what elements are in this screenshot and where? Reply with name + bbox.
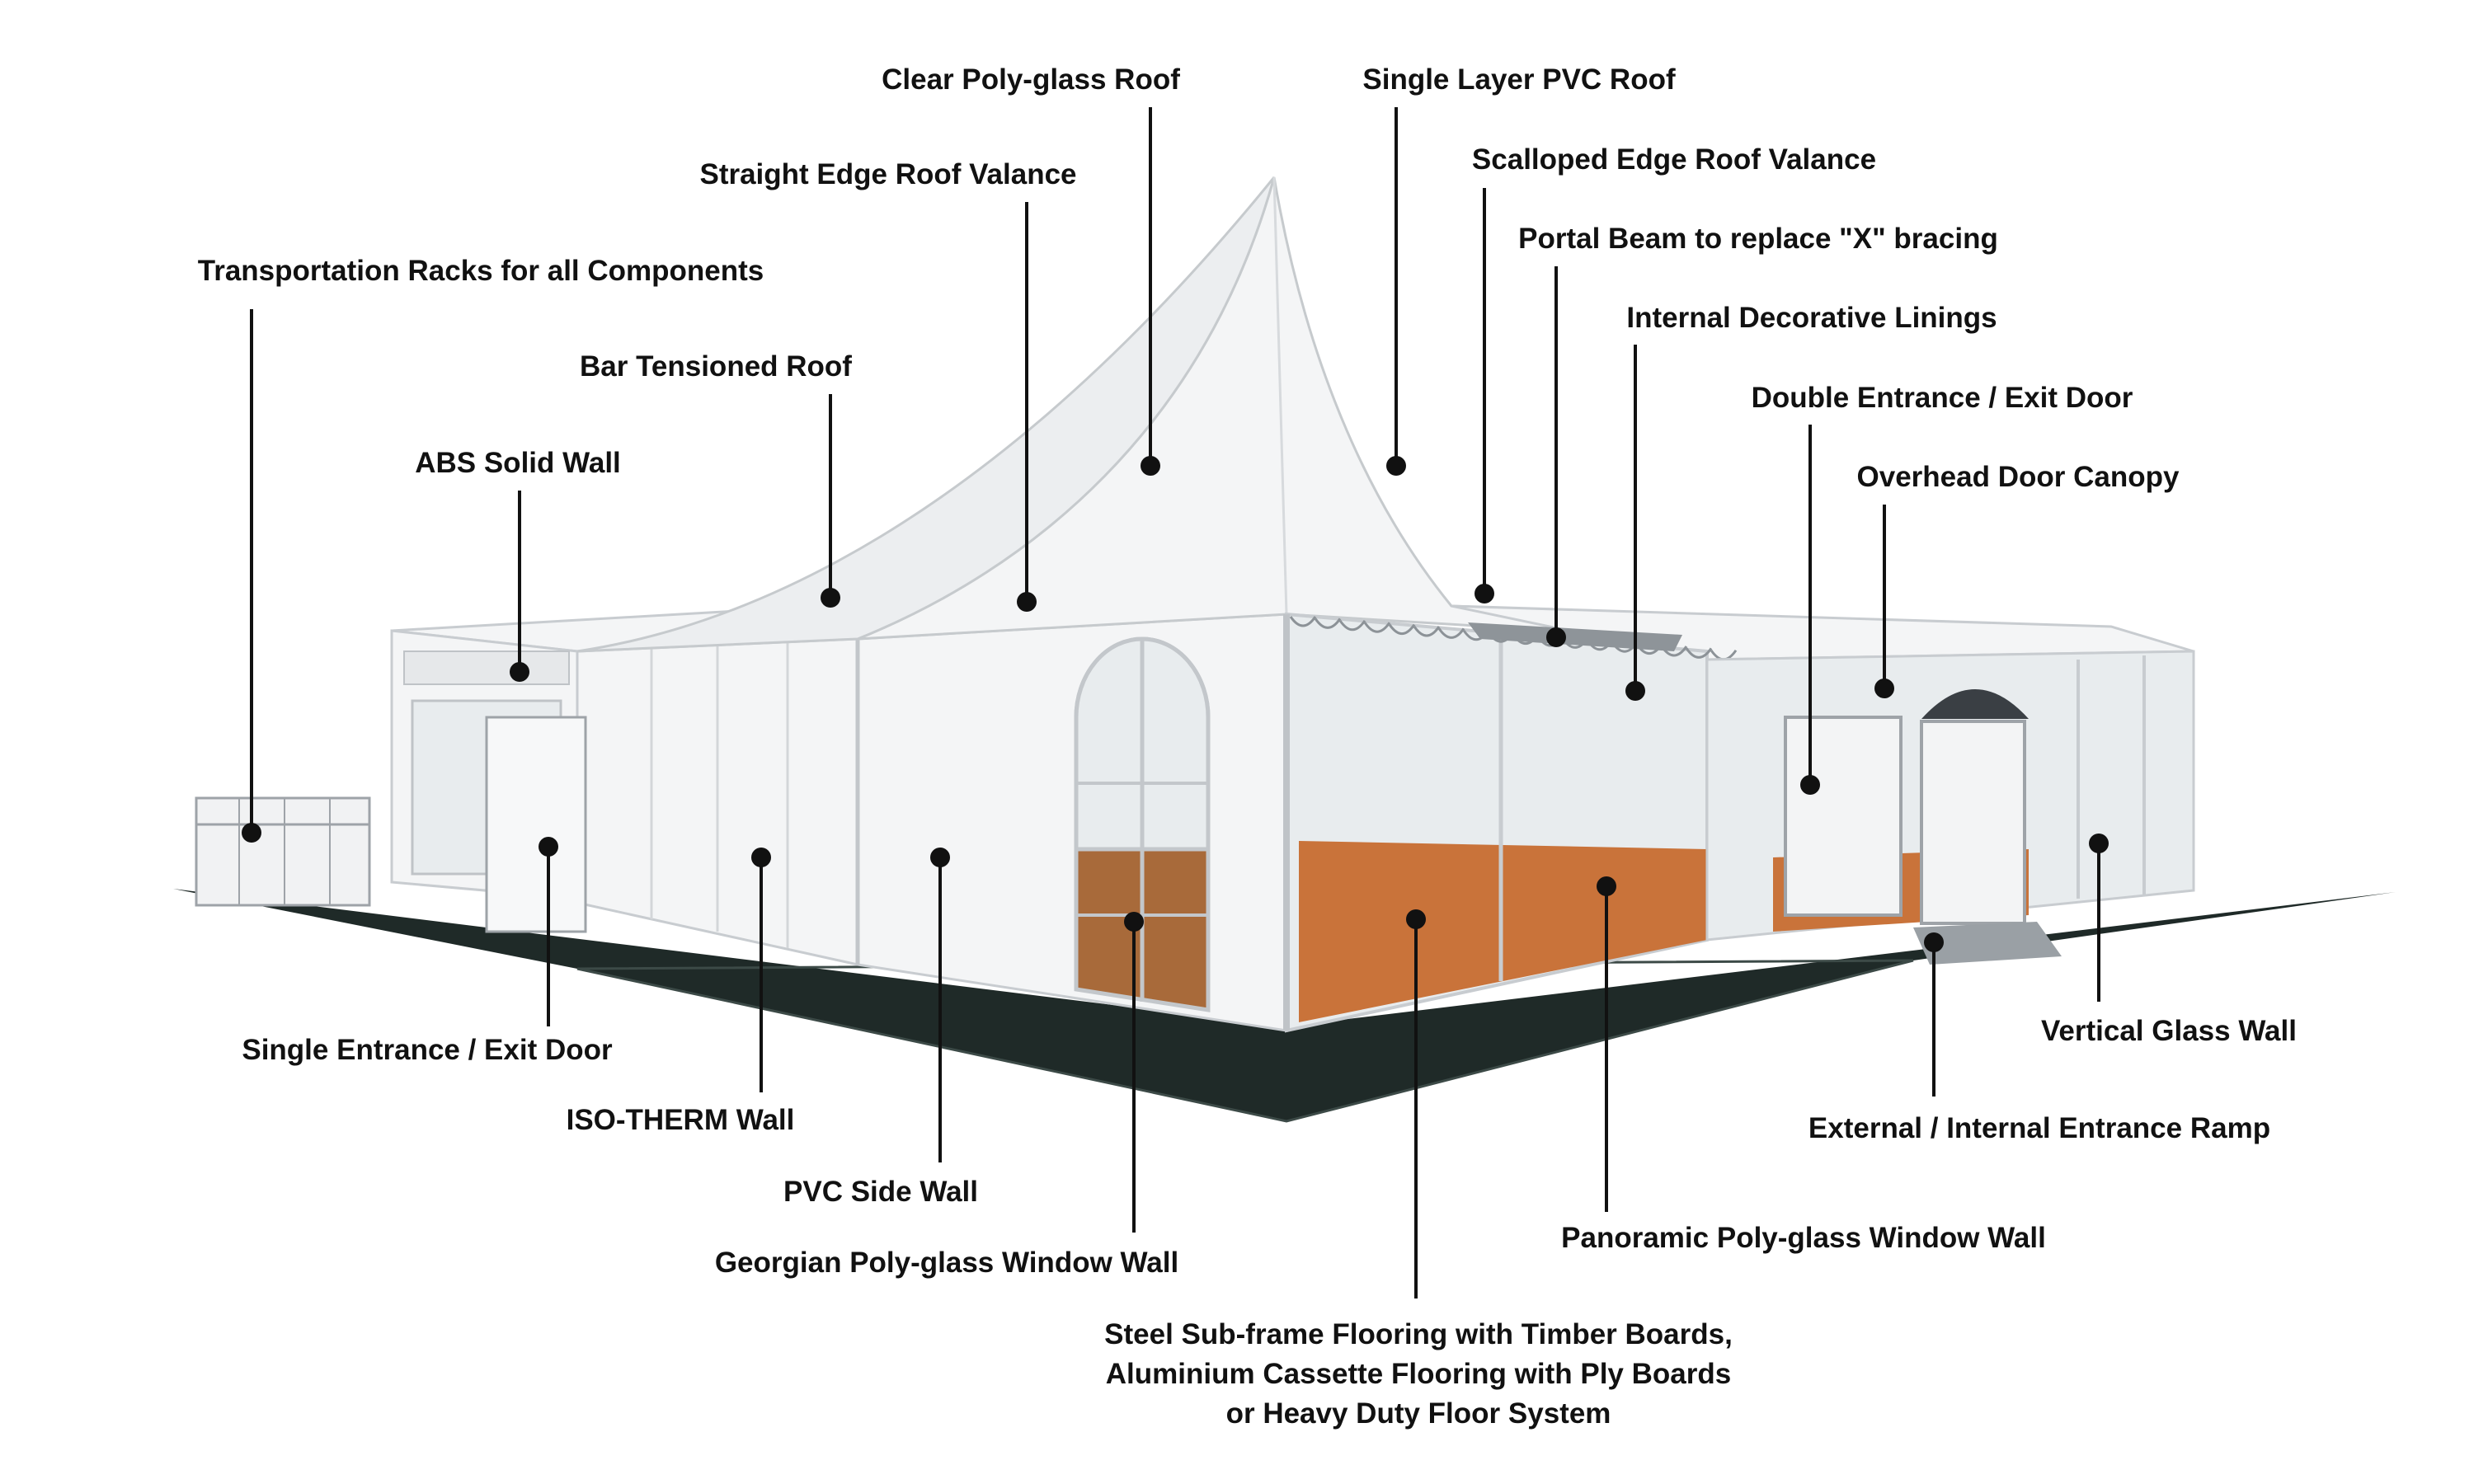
- label-bar-tensioned-roof: Bar Tensioned Roof: [580, 350, 852, 383]
- label-portal-beam: Portal Beam to replace "X" bracing: [1518, 223, 1998, 255]
- valance-scallop: [1363, 622, 1391, 633]
- label-pvc-side-wall: PVC Side Wall: [783, 1176, 978, 1208]
- marker-georgian-window-wall: [1124, 912, 1144, 932]
- label-clear-polyglass-roof: Clear Poly-glass Roof: [882, 63, 1180, 96]
- label-internal-linings: Internal Decorative Linings: [1626, 302, 1997, 334]
- label-iso-therm-wall: ISO-THERM Wall: [567, 1104, 795, 1136]
- label-abs-solid-wall: ABS Solid Wall: [415, 447, 621, 479]
- marker-iso-therm-wall: [751, 848, 771, 867]
- abs-panel-row: [403, 650, 570, 685]
- valance-scallop: [1289, 616, 1317, 627]
- ground-platform: [173, 889, 2396, 1121]
- tent-illustration: [173, 176, 2396, 1123]
- valance-scallop: [1413, 626, 1441, 637]
- label-straight-edge-valance: Straight Edge Roof Valance: [699, 158, 1076, 190]
- label-flooring-line3: or Heavy Duty Floor System: [1226, 1397, 1611, 1430]
- transport-rack: [195, 796, 371, 907]
- marker-scalloped-edge-valance: [1475, 584, 1494, 603]
- marker-clear-polyglass-roof: [1141, 456, 1160, 476]
- label-georgian-window-wall: Georgian Poly-glass Window Wall: [715, 1247, 1178, 1279]
- leader-lines: [242, 107, 2109, 1298]
- marker-pvc-side-wall: [930, 848, 950, 867]
- label-single-layer-pvc-roof: Single Layer PVC Roof: [1362, 63, 1676, 96]
- marker-panoramic-window-wall: [1597, 876, 1616, 896]
- valance-scallop: [1685, 647, 1713, 659]
- label-scalloped-edge-valance: Scalloped Edge Roof Valance: [1472, 143, 1876, 176]
- double-door-leaf: [1920, 720, 2026, 925]
- marker-portal-beam: [1546, 627, 1566, 647]
- label-flooring-line2: Aluminium Cassette Flooring with Ply Boa…: [1106, 1358, 1731, 1390]
- label-flooring-line1: Steel Sub-frame Flooring with Timber Boa…: [1104, 1318, 1733, 1350]
- marker-straight-edge-valance: [1017, 592, 1037, 612]
- label-vertical-glass-wall: Vertical Glass Wall: [2041, 1015, 2297, 1047]
- label-entrance-ramp: External / Internal Entrance Ramp: [1808, 1112, 2270, 1144]
- marker-transportation-racks: [242, 823, 261, 843]
- single-door: [485, 716, 587, 933]
- marker-single-entrance-door: [539, 837, 558, 857]
- valance-scallop: [1437, 627, 1465, 639]
- marker-bar-tensioned-roof: [821, 588, 840, 608]
- label-double-entrance-door: Double Entrance / Exit Door: [1752, 382, 2133, 414]
- marker-double-entrance-door: [1800, 775, 1820, 795]
- marker-flooring: [1406, 909, 1426, 929]
- label-transportation-racks: Transportation Racks for all Components: [198, 255, 764, 287]
- marker-abs-solid-wall: [510, 662, 529, 682]
- overhead-canopy: [1921, 689, 2029, 719]
- marker-overhead-door-canopy: [1874, 679, 1894, 698]
- marker-vertical-glass-wall: [2089, 834, 2109, 853]
- entrance-ramp: [1913, 922, 2062, 965]
- roof-ridge: [1272, 176, 1288, 615]
- marker-single-layer-pvc-roof: [1386, 456, 1406, 476]
- valance-scallop: [1314, 618, 1342, 629]
- label-panoramic-window-wall: Panoramic Poly-glass Window Wall: [1561, 1222, 2046, 1254]
- label-overhead-door-canopy: Overhead Door Canopy: [1857, 461, 2180, 493]
- label-single-entrance-door: Single Entrance / Exit Door: [242, 1034, 613, 1066]
- marker-internal-linings: [1625, 681, 1645, 701]
- pagoda-roof-left: [576, 176, 1276, 653]
- marker-entrance-ramp: [1924, 932, 1944, 952]
- portal-beam: [1468, 622, 1682, 651]
- double-door: [1784, 716, 1903, 917]
- labels: Clear Poly-glass Roof Single Layer PVC R…: [198, 63, 2297, 1430]
- valance-scallop: [1388, 623, 1416, 636]
- valance-scallop: [1338, 619, 1366, 632]
